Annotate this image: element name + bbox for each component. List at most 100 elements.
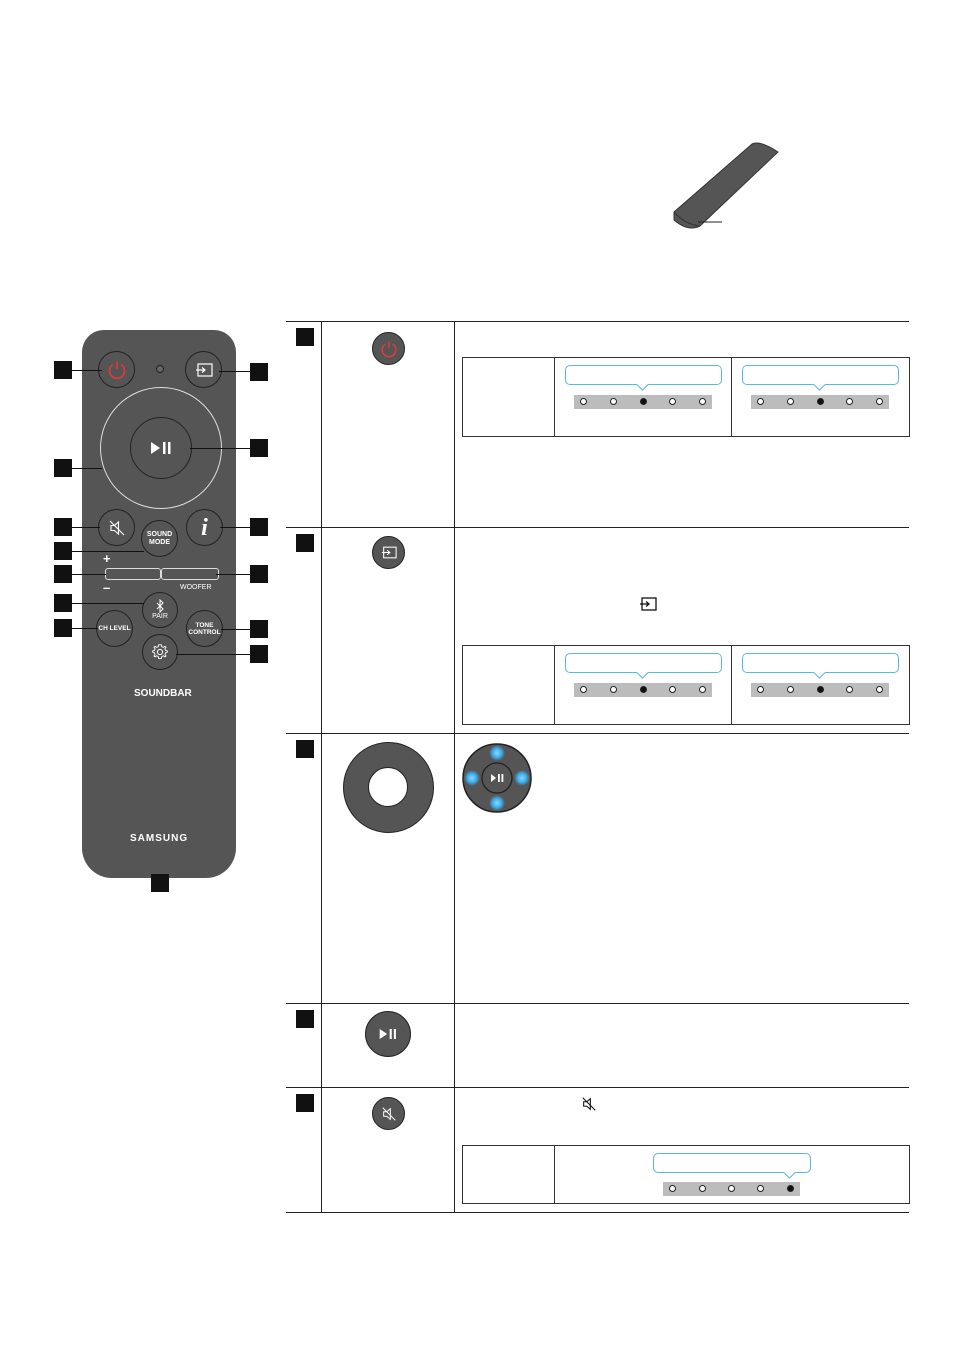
volume-rocker[interactable] [105, 568, 161, 580]
sound-mode-label-1: SOUND [146, 530, 173, 538]
mute-icon [109, 520, 124, 535]
led-dot [757, 398, 765, 405]
row-number-marker [296, 740, 314, 758]
row-divider [286, 1003, 909, 1004]
row-number-marker [296, 1010, 314, 1028]
led-dot [875, 398, 883, 405]
gear-icon [152, 644, 168, 659]
callout-line [72, 603, 144, 604]
sound-mode-label-2: MODE [149, 538, 170, 546]
battery-cover-illustration [673, 142, 779, 229]
remote-sound-mode-button[interactable]: SOUND MODE [141, 520, 178, 557]
callout-marker [250, 645, 268, 663]
led-strip [663, 1182, 800, 1196]
woofer-rocker[interactable] [161, 568, 219, 580]
callout-line [221, 629, 250, 630]
callout-line [72, 551, 144, 552]
indicator-dot [156, 365, 164, 373]
led-dot [698, 686, 706, 693]
callout-line [219, 371, 250, 372]
callout-marker [54, 518, 72, 536]
led-table-divider [731, 645, 732, 724]
woofer-label: WOOFER [180, 584, 212, 591]
led-table-divider [554, 357, 555, 436]
callout-line [72, 527, 100, 528]
callout-line [72, 370, 102, 371]
led-table-divider [554, 645, 555, 724]
led-table-divider [731, 357, 732, 436]
column-divider [321, 321, 322, 1213]
info-icon: i [201, 514, 208, 541]
remote-play-pause-button[interactable] [130, 417, 192, 479]
table-mute-button-icon [372, 1097, 405, 1130]
row-divider [286, 527, 909, 528]
led-dot [757, 686, 765, 693]
table-top-rule [286, 321, 909, 322]
row-divider [286, 733, 909, 734]
callout-marker [250, 439, 268, 457]
callout-line [216, 574, 250, 575]
led-dot [609, 398, 617, 405]
led-dot [669, 686, 677, 693]
led-dot [757, 1185, 765, 1192]
source-icon [640, 597, 657, 611]
callout-marker [250, 363, 268, 381]
row-number-marker [296, 1094, 314, 1112]
row-number-marker [296, 534, 314, 552]
led-strip [574, 395, 712, 409]
led-strip [751, 683, 889, 697]
remote-ch-level-button[interactable]: CH LEVEL [96, 610, 133, 647]
led-dot [669, 1185, 677, 1192]
remote-settings-button[interactable] [142, 634, 178, 670]
led-dot [580, 686, 588, 693]
ring-center [368, 767, 408, 807]
callout-marker [54, 361, 72, 379]
remote-power-button[interactable] [98, 351, 135, 388]
volume-plus-label: + [103, 551, 111, 566]
led-dot [580, 398, 588, 405]
led-dot [816, 686, 824, 693]
callout-line [220, 527, 250, 528]
ch-level-label: CH LEVEL [98, 625, 131, 632]
callout-marker [250, 565, 268, 583]
remote-tone-control-button[interactable]: TONE CONTROL [186, 610, 223, 647]
table-power-button-icon [372, 332, 405, 365]
callout-marker [54, 565, 72, 583]
callout-marker [250, 518, 268, 536]
pair-label: PAIR [152, 613, 168, 620]
callout-marker [54, 619, 72, 637]
callout-marker [54, 594, 72, 612]
callout-marker [151, 874, 169, 892]
led-strip [574, 683, 712, 697]
led-dot [669, 398, 677, 405]
source-icon [381, 546, 397, 559]
led-dot [786, 398, 794, 405]
tone-label-1: TONE [195, 621, 214, 629]
power-icon [380, 340, 397, 357]
remote-pair-button[interactable]: PAIR [142, 592, 178, 628]
callout-line [176, 654, 250, 655]
remote-mute-button[interactable] [98, 509, 135, 546]
samsung-logo: SAMSUNG [130, 833, 189, 844]
callout-line [72, 628, 98, 629]
led-dot [698, 398, 706, 405]
power-icon [108, 361, 125, 379]
callout-line [72, 468, 102, 469]
remote-source-button[interactable] [185, 351, 222, 388]
led-dot [609, 686, 617, 693]
remote-info-button[interactable]: i [186, 509, 223, 546]
volume-minus-label: – [103, 580, 111, 595]
led-dot [846, 398, 854, 405]
source-icon [195, 362, 213, 377]
dpad-illustration [462, 743, 532, 813]
led-bubble [653, 1153, 811, 1173]
row-divider [286, 1087, 909, 1088]
led-dot [698, 1185, 706, 1192]
mute-icon [381, 1106, 396, 1121]
led-strip [751, 395, 889, 409]
led-dot [728, 1185, 735, 1192]
callout-marker [54, 459, 72, 477]
table-play-pause-button-icon [365, 1011, 411, 1057]
led-dot [846, 686, 854, 693]
column-divider [454, 321, 455, 1213]
